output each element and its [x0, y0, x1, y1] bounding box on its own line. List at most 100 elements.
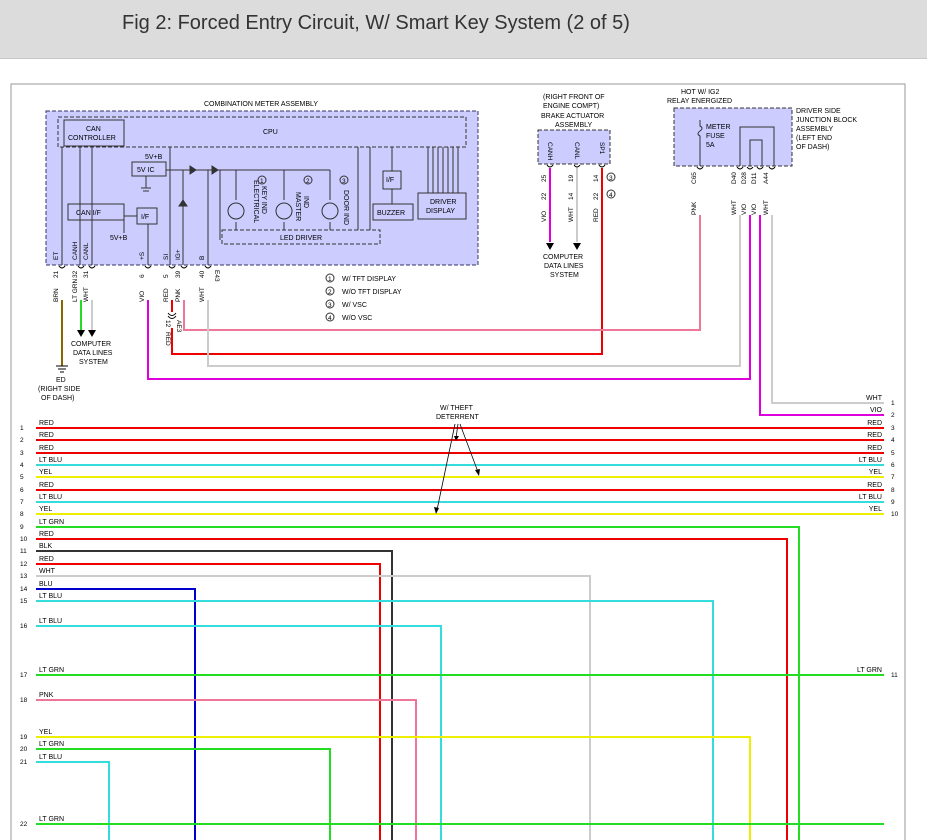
- harness-wire: [36, 588, 196, 840]
- arrows-and-ground: [56, 243, 581, 373]
- connector-symbol: [204, 265, 212, 269]
- left-row-number: 5: [20, 474, 24, 481]
- brake-pin-wire: WHT: [568, 207, 575, 222]
- meter-pin-signal: B: [199, 256, 206, 260]
- left-row-number: 3: [20, 450, 24, 457]
- meter-pin-wire: LT GRN: [72, 278, 79, 302]
- page-title: Fig 2: Forced Entry Circuit, W/ Smart Ke…: [122, 12, 630, 34]
- left-row-label: LT BLU: [39, 618, 62, 625]
- 5vb-label: 5V+B: [145, 154, 163, 161]
- diagram-frame: [10, 83, 906, 840]
- cdl-left-1: COMPUTER: [71, 341, 111, 348]
- connector-symbol: [756, 166, 764, 170]
- jb-pin-wire: PNK: [691, 201, 698, 215]
- display-bus-lines: [357, 147, 459, 240]
- brake-pin-signal: SP1: [598, 142, 605, 155]
- brake-pin-number: 19: [568, 174, 575, 182]
- right-row-number: 4: [891, 437, 895, 444]
- jb-pin-wire: VIO: [741, 204, 748, 215]
- cdl-left-2: DATA LINES: [73, 350, 113, 357]
- brake-pin-alt-number: 14: [568, 192, 575, 200]
- right-row-number: 1: [891, 400, 895, 407]
- relay-name-1: HOT W/ IG2: [681, 89, 719, 96]
- splice-wire: RED: [164, 332, 171, 346]
- meter-pin-number: 32: [72, 270, 79, 278]
- 5vb-label-2: 5V+B: [110, 235, 128, 242]
- connector-symbol: [58, 265, 66, 269]
- left-row-number: 2: [20, 437, 24, 444]
- meter-pin-signal: CANL: [83, 242, 90, 260]
- connector-symbol: [77, 265, 85, 269]
- led-driver-label: LED DRIVER: [280, 235, 322, 242]
- ground-label-1: ED: [56, 377, 66, 384]
- fuse-label-1: METER: [706, 124, 731, 131]
- right-row-number: 6: [891, 462, 895, 469]
- meter-pin-signal: SI: [163, 254, 170, 260]
- brake-pin-signal: CANH: [546, 142, 553, 161]
- junction-block-assembly: HOT W/ IG2 RELAY ENERGIZED METER FUSE 5A…: [667, 89, 857, 215]
- brake-loc-2: ENGINE COMPT): [543, 103, 599, 110]
- meter-pin-signal: CANH: [72, 241, 79, 260]
- right-row-number: 7: [891, 474, 895, 481]
- led-driver-box: [221, 229, 381, 245]
- brake-pin-signal: CANL: [573, 142, 580, 160]
- cdl-right-2: DATA LINES: [544, 263, 584, 270]
- right-row-label: RED: [867, 482, 882, 489]
- meter-pin-wire: BRN: [53, 288, 60, 302]
- left-row-number: 7: [20, 499, 24, 506]
- brake-marker-4: 4: [609, 192, 613, 199]
- right-row-label: LT BLU: [859, 494, 882, 501]
- cdl-right-1: COMPUTER: [543, 254, 583, 261]
- harness-wire: [36, 699, 417, 840]
- jb-pin-signal: D11: [751, 172, 758, 184]
- left-row-label: LT BLU: [39, 457, 62, 464]
- jb-name-3: ASSEMBLY: [796, 126, 834, 133]
- legend-text: W/O TFT DISPLAY: [342, 289, 402, 296]
- fuse-label-2: FUSE: [706, 133, 725, 140]
- can-controller-box: [63, 119, 125, 147]
- left-row-number: 8: [20, 511, 24, 518]
- brake-loc-1: (RIGHT FRONT OF: [543, 94, 605, 101]
- fuse-icon: [697, 120, 703, 166]
- splice-conn: AE3: [175, 320, 182, 333]
- cpu-label: CPU: [263, 129, 278, 136]
- meter-pin-wire: RED: [163, 288, 170, 302]
- right-row-label: LT BLU: [859, 457, 882, 464]
- left-row-label: LT BLU: [39, 754, 62, 761]
- meter-pin-number: 40: [199, 270, 206, 278]
- led-indicators: ELECTRICAL KEY IND MASTER IND DOOR IND 1…: [227, 175, 349, 225]
- meter-pin-number: 5: [163, 274, 170, 278]
- if-label-1: I/F: [141, 214, 149, 221]
- brake-pin-number: 14: [593, 174, 600, 182]
- meter-output-wires: [61, 215, 884, 416]
- legend-marker: 4: [328, 315, 332, 322]
- harness-wire: [36, 575, 591, 840]
- left-row-number: 12: [20, 561, 28, 568]
- connector-symbol: [180, 265, 188, 269]
- marker-1: 1: [260, 178, 264, 185]
- left-row-number: 18: [20, 697, 28, 704]
- meter-pin-number: 39: [175, 270, 182, 278]
- legend-marker: 3: [328, 302, 332, 309]
- brake-box: [537, 129, 611, 165]
- brake-pin-wire: RED: [593, 208, 600, 222]
- buzzer-label: BUZZER: [377, 210, 405, 217]
- 5v-ic-label: 5V IC: [137, 167, 155, 174]
- jb-pin-signal: D28: [741, 172, 748, 184]
- master-indicator-icon: [275, 202, 293, 220]
- connector-symbol: [696, 166, 704, 170]
- connector-symbol: [546, 164, 554, 168]
- harness-wire: [36, 538, 788, 840]
- legend-marker-circle: [325, 273, 335, 283]
- connector-symbol: [598, 164, 606, 168]
- connector-symbol: [736, 166, 744, 170]
- left-row-number: 20: [20, 746, 28, 753]
- left-row-number: 21: [20, 759, 28, 766]
- left-row-label: LT BLU: [39, 494, 62, 501]
- brake-pin-alt-number: 22: [593, 192, 600, 200]
